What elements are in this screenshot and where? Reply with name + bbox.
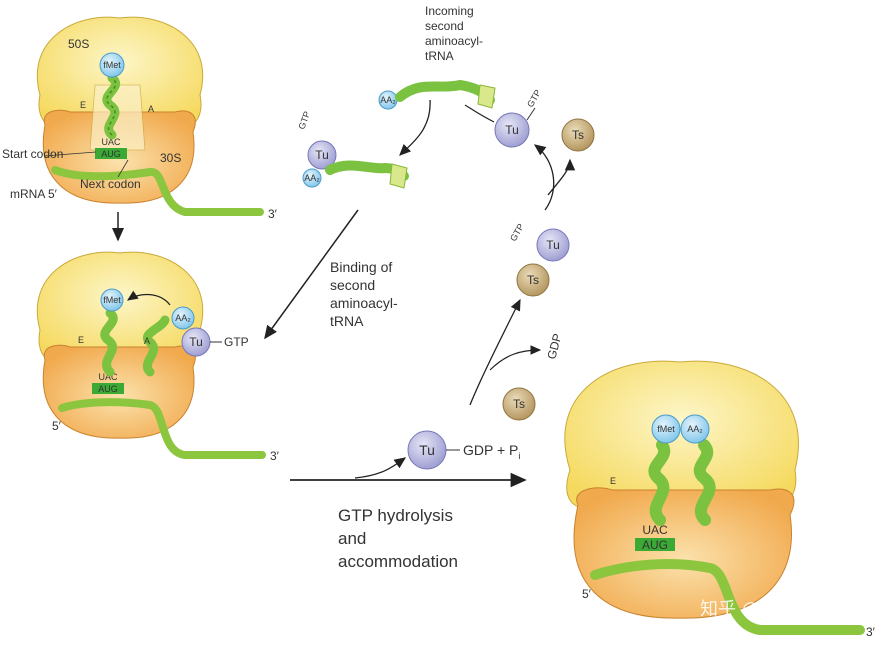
a-site-label: A bbox=[148, 104, 154, 114]
trna-aa2 bbox=[693, 439, 716, 526]
codon-aug: AUG bbox=[98, 384, 118, 394]
large-subunit bbox=[564, 360, 799, 509]
ts-top bbox=[561, 118, 595, 152]
arrow-binding bbox=[264, 209, 359, 340]
ts-top-label: Ts bbox=[572, 128, 584, 142]
tu-mid-gtp: GTP bbox=[508, 222, 526, 243]
ef-recycling: Tu GTP Ts Tu GTP Ts GDP Ts Tu GDP + Pi bbox=[407, 88, 595, 470]
fmet-amino-acid bbox=[651, 414, 681, 444]
start-codon-label: Start codon bbox=[2, 147, 63, 161]
trna-fmet bbox=[100, 308, 118, 377]
mrna-strand bbox=[51, 166, 264, 216]
anticodon-uac: UAC bbox=[101, 137, 121, 147]
codon-aug-box bbox=[95, 148, 127, 159]
mrna-3-label: 3′ bbox=[270, 449, 280, 463]
codon-aug-box bbox=[635, 538, 675, 551]
mrna-3-label: 3′ bbox=[268, 207, 278, 221]
aa2-amino-acid bbox=[171, 306, 195, 330]
ts-mid bbox=[516, 263, 550, 297]
ternary-tu bbox=[307, 140, 337, 170]
tu-mid bbox=[536, 228, 570, 262]
ts-mid-label: Ts bbox=[527, 273, 539, 287]
tu-mid-label: Tu bbox=[546, 238, 560, 252]
arrow-gdp-release bbox=[489, 345, 542, 371]
aa2-label: AA₂ bbox=[175, 313, 191, 323]
tu-gtp-top-gtp: GTP bbox=[525, 88, 543, 109]
fmet-label: fMet bbox=[103, 60, 121, 70]
fmet-label: fMet bbox=[657, 424, 675, 434]
incoming-trna-tail bbox=[477, 84, 496, 109]
label-30s: 30S bbox=[160, 151, 181, 165]
arrow-incoming-to-ternary bbox=[399, 99, 431, 156]
trna-fmet bbox=[648, 439, 671, 526]
ribosome-accommodated: AUG UAC fMet AA₂ E 5′ 3′ bbox=[564, 360, 876, 639]
hydrolysis-step-label: GTP hydrolysis and accommodation bbox=[338, 506, 458, 571]
mrna-5-label: 5′ bbox=[582, 587, 592, 601]
incoming-aa2-label: AA₂ bbox=[380, 95, 396, 105]
incoming-trna-group: Incoming second aminoacyl- tRNA AA₂ AA₂ … bbox=[296, 4, 496, 189]
ribosome-initial: AUG UAC fMet 50S 30S E A Start codon Nex… bbox=[2, 16, 278, 221]
tu-gdp-label: Tu bbox=[419, 442, 435, 458]
mrna-strand bbox=[58, 398, 266, 459]
fmet-label: fMet bbox=[103, 295, 121, 305]
gdp-pi-label: GDP + Pi bbox=[463, 442, 520, 461]
e-site-label: E bbox=[78, 335, 84, 345]
aa2-label: AA₂ bbox=[687, 424, 703, 434]
label-50s: 50S bbox=[68, 37, 89, 51]
gtp-label: GTP bbox=[224, 335, 249, 349]
incoming-label: Incoming second aminoacyl- tRNA bbox=[425, 4, 486, 63]
watermark: 知乎 @知竹Zz bbox=[700, 599, 818, 620]
start-codon-pointer bbox=[43, 151, 97, 157]
arrow-tu-gdp-out bbox=[354, 457, 407, 479]
e-site-label: E bbox=[80, 100, 86, 110]
arrow-release-branch bbox=[547, 158, 576, 196]
e-site-label: E bbox=[610, 476, 616, 486]
mrna-strand bbox=[590, 559, 865, 635]
trna-aa2 bbox=[142, 315, 170, 377]
mrna-3-label: 3′ bbox=[866, 625, 876, 639]
arrow-release bbox=[533, 144, 555, 211]
codon-aug: AUG bbox=[101, 149, 121, 159]
fmet-amino-acid bbox=[100, 288, 124, 312]
ternary-trna-tail bbox=[389, 163, 408, 189]
peptidyl-transfer-arrow bbox=[127, 290, 171, 306]
anticodon-uac: UAC bbox=[98, 372, 118, 382]
a-site-label: A bbox=[144, 336, 150, 346]
mrna-5-label: mRNA 5′ bbox=[10, 187, 58, 201]
tu-gtp-top bbox=[494, 112, 530, 148]
next-codon-pointer bbox=[117, 159, 129, 178]
small-subunit bbox=[573, 487, 795, 619]
ternary-gtp: GTP bbox=[296, 110, 312, 131]
ribosome-binding: AUG UAC fMet AA₂ Tu GTP E A 5′ 3′ bbox=[36, 251, 280, 463]
mrna-5-label: 5′ bbox=[52, 419, 62, 433]
gdp-label: GDP bbox=[544, 332, 564, 361]
ternary-tu-label: Tu bbox=[315, 148, 329, 162]
anticodon-uac: UAC bbox=[642, 523, 668, 537]
codon-aug-box bbox=[92, 383, 124, 394]
ternary-aa2-label: AA₂ bbox=[304, 173, 320, 183]
fmet-amino-acid bbox=[99, 52, 125, 78]
ef-tu-label: Tu bbox=[189, 335, 203, 349]
next-codon-label: Next codon bbox=[80, 177, 141, 191]
ts-bottom-label: Ts bbox=[513, 397, 525, 411]
arrow-tu-to-incoming bbox=[464, 104, 495, 123]
trna-fmet-outline bbox=[106, 77, 117, 136]
aa2-amino-acid bbox=[680, 414, 710, 444]
ts-bottom bbox=[502, 387, 536, 421]
tu-gtp-top-label: Tu bbox=[505, 123, 519, 137]
ternary-aa2 bbox=[302, 168, 322, 188]
binding-step-label: Binding of second aminoacyl- tRNA bbox=[330, 259, 402, 329]
codon-aug: AUG bbox=[642, 538, 668, 552]
tu-gtp-top-bond bbox=[526, 107, 536, 121]
arrow-exchange bbox=[469, 298, 521, 406]
incoming-trna bbox=[395, 79, 495, 105]
